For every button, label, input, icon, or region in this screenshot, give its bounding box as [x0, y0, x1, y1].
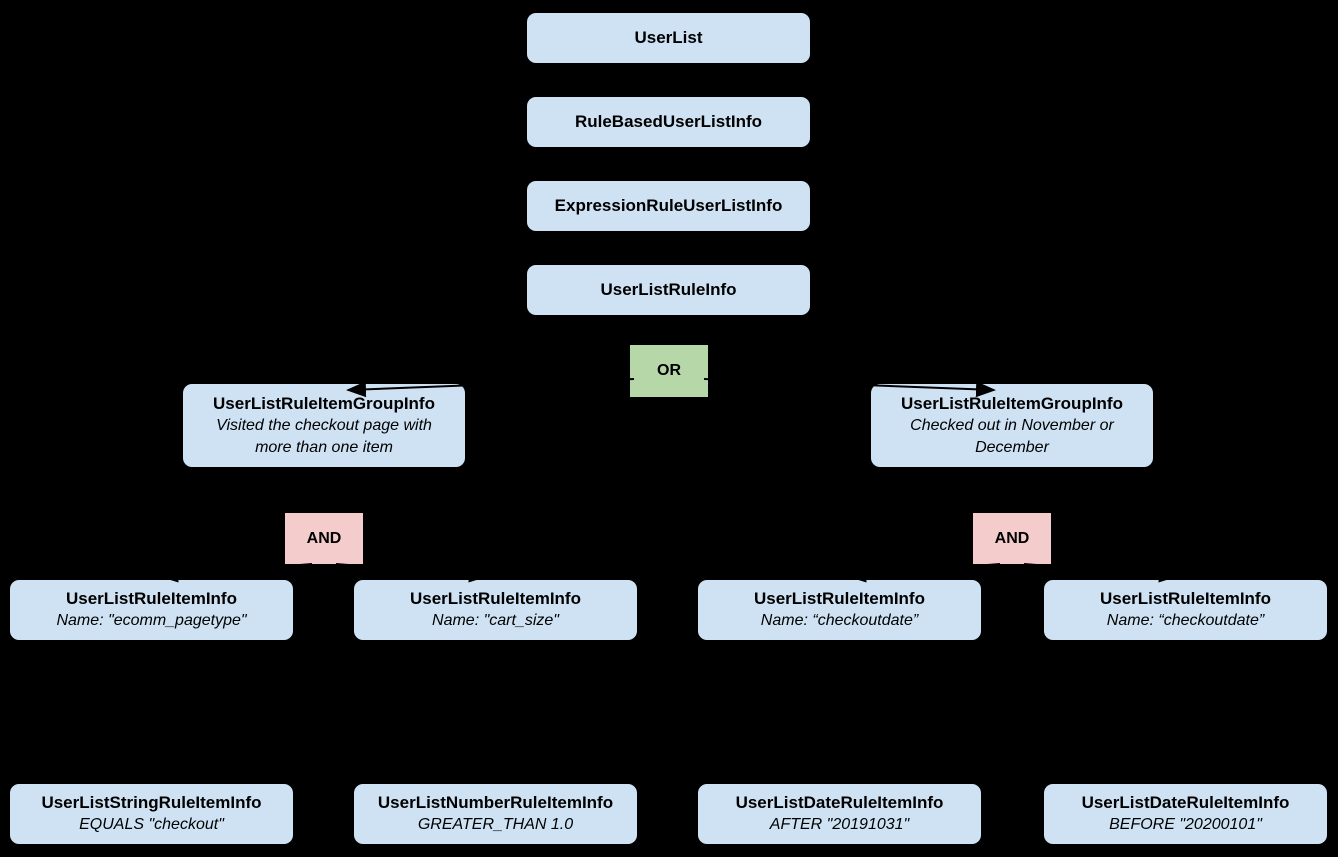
edge-and-left-item1: [158, 563, 313, 583]
node-rule-item-cart-size: UserListRuleItemInfo Name: "cart_size": [354, 580, 637, 640]
node-userlist: UserList: [527, 13, 810, 63]
node-title: UserListRuleItemInfo: [1100, 589, 1271, 608]
node-subtitle: EQUALS "checkout": [79, 816, 224, 833]
node-title: UserListRuleItemGroupInfo: [213, 393, 435, 413]
node-title: UserListRuleItemGroupInfo: [901, 393, 1123, 413]
edge-and-right-item4: [1023, 563, 1179, 583]
node-rule-item-ecomm-pagetype: UserListRuleItemInfo Name: "ecomm_pagety…: [10, 580, 293, 640]
node-and-operator-right: AND: [973, 513, 1051, 564]
node-title: ExpressionRuleUserListInfo: [554, 196, 783, 215]
node-rule-item-checkoutdate-1: UserListRuleItemInfo Name: “checkoutdate…: [698, 580, 981, 640]
edge-and-right-item3: [846, 563, 1001, 583]
node-subtitle: AFTER "20191031": [769, 816, 910, 833]
node-expression-rule-user-list-info: ExpressionRuleUserListInfo: [527, 181, 810, 231]
node-date-rule-item-before: UserListDateRuleItemInfo BEFORE "2020010…: [1044, 784, 1327, 844]
node-subtitle: Visited the checkout page with more than…: [216, 416, 432, 456]
node-title: UserListNumberRuleItemInfo: [377, 793, 614, 812]
node-title: RuleBasedUserListInfo: [574, 112, 763, 131]
operator-label: AND: [306, 529, 342, 547]
node-user-list-rule-info: UserListRuleInfo: [527, 265, 810, 315]
node-title: UserListRuleItemInfo: [66, 589, 237, 608]
node-title: UserListDateRuleItemInfo: [1081, 793, 1290, 812]
edge-and-left-item2: [335, 563, 489, 583]
node-rule-based-user-list-info: RuleBasedUserListInfo: [527, 97, 810, 147]
node-string-rule-item: UserListStringRuleItemInfo EQUALS "check…: [10, 784, 293, 844]
node-subtitle: Name: "cart_size": [432, 612, 559, 629]
node-subtitle: BEFORE "20200101": [1109, 816, 1262, 833]
node-subtitle: Name: “checkoutdate”: [760, 612, 919, 629]
node-rule-item-group-left: UserListRuleItemGroupInfo Visited the ch…: [183, 384, 465, 467]
node-subtitle: Name: "ecomm_pagetype": [56, 612, 247, 629]
node-subtitle: Checked out in November or December: [910, 416, 1114, 456]
node-subtitle: Name: “checkoutdate”: [1106, 612, 1265, 629]
operator-label: OR: [657, 362, 681, 379]
node-title: UserListRuleInfo: [600, 280, 737, 299]
node-title: UserListRuleItemInfo: [410, 589, 581, 608]
node-title: UserListDateRuleItemInfo: [735, 793, 944, 812]
node-title: UserListRuleItemInfo: [754, 589, 925, 608]
node-and-operator-left: AND: [285, 513, 363, 564]
node-title: UserListStringRuleItemInfo: [41, 793, 262, 812]
node-subtitle: GREATER_THAN 1.0: [417, 816, 574, 833]
node-or-operator: OR: [630, 345, 708, 397]
node-rule-item-checkoutdate-2: UserListRuleItemInfo Name: “checkoutdate…: [1044, 580, 1327, 640]
operator-label: AND: [994, 529, 1030, 547]
node-title: UserList: [634, 28, 703, 47]
node-number-rule-item: UserListNumberRuleItemInfo GREATER_THAN …: [354, 784, 637, 844]
node-rule-item-group-right: UserListRuleItemGroupInfo Checked out in…: [871, 384, 1153, 467]
node-date-rule-item-after: UserListDateRuleItemInfo AFTER "20191031…: [698, 784, 981, 844]
